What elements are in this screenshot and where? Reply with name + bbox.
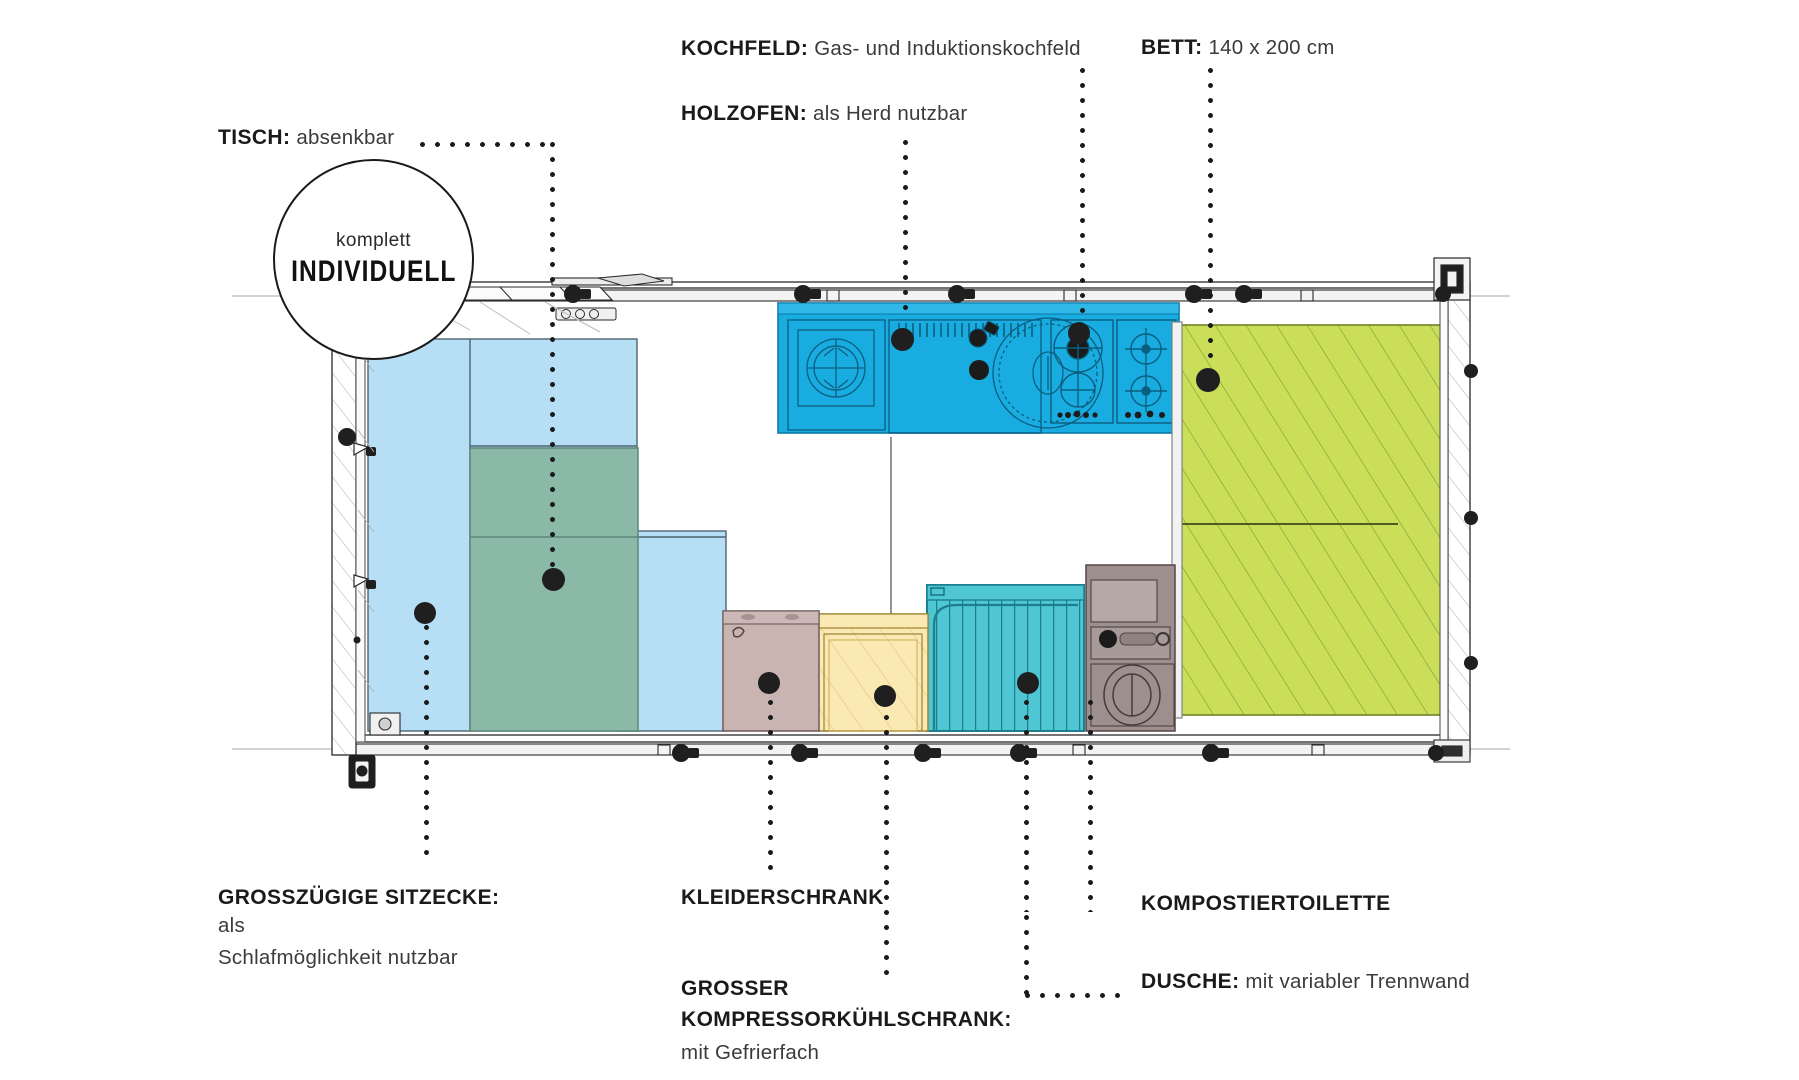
leader-kleiderschrank [768, 700, 773, 873]
callout-tisch-detail: absenkbar [290, 126, 395, 149]
leader-tisch-horizontal [420, 142, 552, 147]
individual-badge: komplett INDIVIDUELL [273, 159, 474, 360]
marker-kochfeld [1068, 322, 1090, 344]
leader-sitzecke [424, 625, 429, 865]
callout-kochfeld-title: KOCHFELD: [681, 37, 809, 60]
callout-tisch: TISCH: absenkbar [218, 124, 394, 152]
callout-kleiderschrank-title: KLEIDERSCHRANK [681, 886, 884, 909]
callout-bett-title: BETT: [1141, 36, 1203, 59]
marker-kuehlschrank [874, 685, 896, 707]
callout-holzofen: HOLZOFEN: als Herd nutzbar [681, 100, 967, 128]
callout-toilette: KOMPOSTIERTOILETTE [1141, 890, 1391, 918]
callout-dusche: DUSCHE: mit variabler Trennwand [1141, 968, 1470, 996]
callout-kochfeld-detail: Gas- und Induktionskochfeld [808, 37, 1081, 60]
leader-tisch-vertical [550, 142, 555, 582]
leader-bett [1208, 68, 1213, 363]
leader-dusche-horizontal [1025, 993, 1125, 998]
callout-holzofen-detail: als Herd nutzbar [807, 102, 968, 125]
leader-kuehlschrank [884, 700, 889, 975]
leader-toilette [1088, 700, 1093, 912]
callout-kleiderschrank: KLEIDERSCHRANK [681, 884, 884, 912]
callout-kuehlschrank-line1: GROSSER [681, 977, 789, 1000]
callout-bett: BETT: 140 x 200 cm [1141, 34, 1335, 62]
callout-toilette-title: KOMPOSTIERTOILETTE [1141, 892, 1391, 915]
callout-kuehlschrank: GROSSER KOMPRESSORKÜHLSCHRANK: mit Gefri… [681, 975, 1012, 1067]
marker-tisch [542, 568, 565, 591]
badge-top-text: komplett [335, 230, 411, 251]
leader-kochfeld [1080, 68, 1085, 313]
marker-bett [1196, 368, 1220, 392]
callout-dusche-title: DUSCHE: [1141, 970, 1240, 993]
callout-tisch-title: TISCH: [218, 126, 291, 149]
callout-sitzecke-title: GROSSZÜGIGE SITZECKE: [218, 886, 500, 909]
marker-kleiderschrank [758, 672, 780, 694]
callout-holzofen-title: HOLZOFEN: [681, 102, 808, 125]
leader-dusche-vertical [1024, 915, 1029, 997]
callout-bett-detail: 140 x 200 cm [1202, 36, 1335, 59]
marker-toilette [1017, 672, 1039, 694]
marker-sitzecke [414, 602, 436, 624]
leader-holzofen [903, 140, 908, 320]
callout-dusche-detail: mit variabler Trennwand [1239, 970, 1470, 993]
callout-sitzecke: GROSSZÜGIGE SITZECKE: als Schlafmöglichk… [218, 884, 518, 971]
marker-holzofen [891, 328, 914, 351]
callout-sitzecke-detail: als [218, 914, 245, 938]
callout-kuehlschrank-line3: mit Gefrierfach [681, 1041, 820, 1065]
callout-sitzecke-line2: Schlafmöglichkeit nutzbar [218, 945, 458, 969]
badge-main-text: INDIVIDUELL [290, 255, 457, 288]
callout-kochfeld: KOCHFELD: Gas- und Induktionskochfeld [681, 35, 1081, 63]
callout-kuehlschrank-line2: KOMPRESSORKÜHLSCHRANK: [681, 1008, 1012, 1032]
leader-toilette-b [1024, 700, 1029, 912]
